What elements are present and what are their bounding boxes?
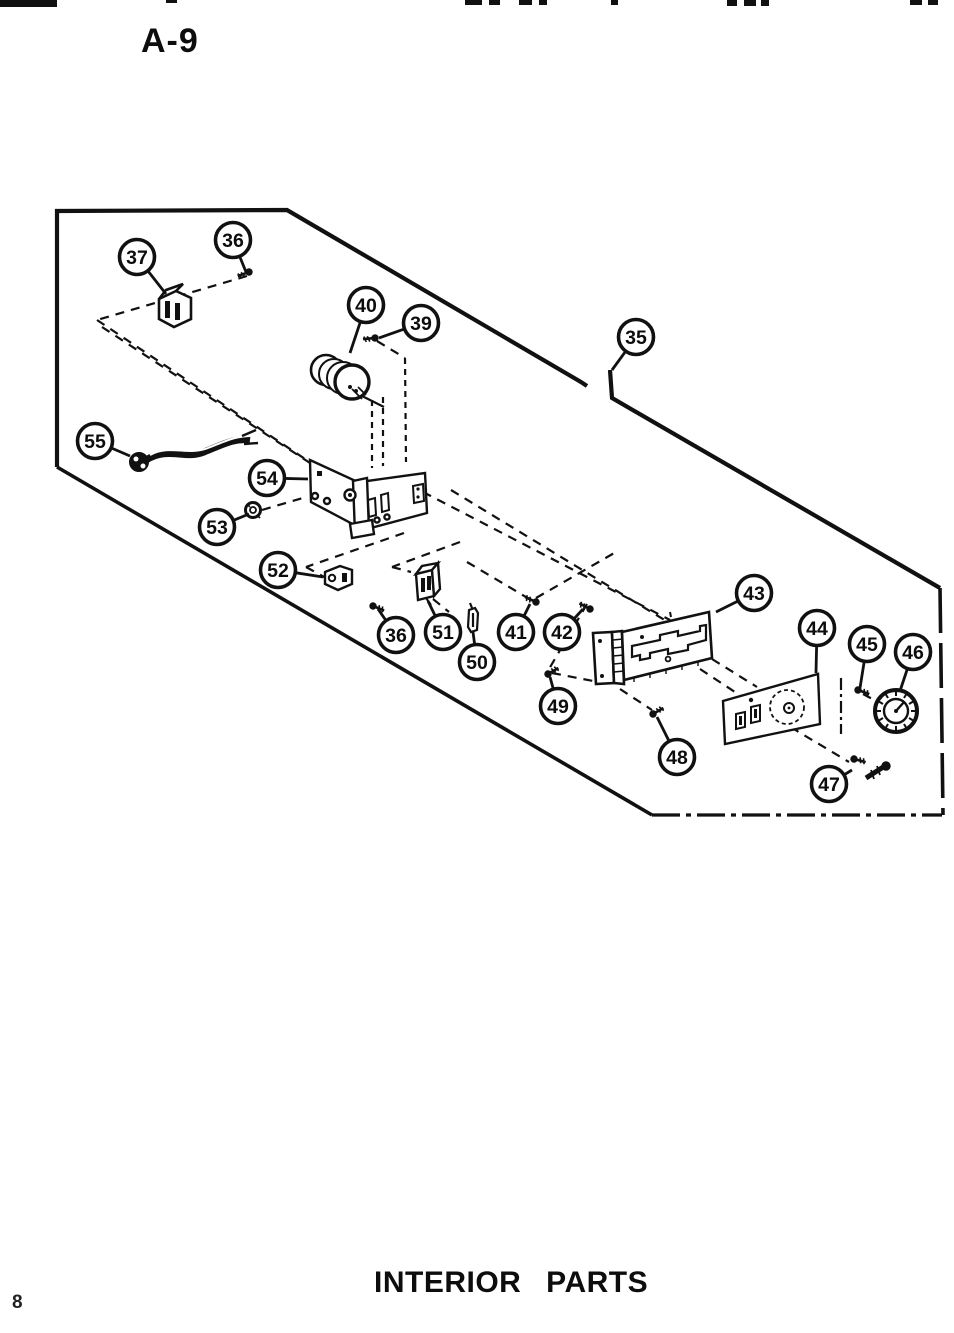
- svg-text:47: 47: [818, 774, 840, 796]
- svg-text:40: 40: [355, 295, 377, 317]
- part-37-switch: [157, 282, 193, 329]
- svg-text:44: 44: [806, 618, 828, 640]
- svg-text:50: 50: [466, 652, 488, 674]
- scan-artifacts: [0, 0, 938, 7]
- part-47-screw: [864, 761, 891, 781]
- part-51-switch: [413, 560, 442, 606]
- callout-44: 44: [797, 608, 837, 674]
- svg-text:51: 51: [432, 622, 454, 644]
- callout-layer: 37 36 40 39 35 55 54 53 52 36 51 50 41 42 43 44 45 46 49 48…: [75, 220, 933, 804]
- svg-text:36: 36: [222, 230, 244, 252]
- callout-46: 46: [893, 632, 933, 692]
- callout-54: 54: [247, 458, 309, 498]
- callout-49: 49: [538, 676, 578, 726]
- diagram-caption: INTERIOR PARTS: [374, 1266, 649, 1299]
- page-number: 8: [12, 1292, 23, 1313]
- callout-51: 51: [423, 600, 463, 652]
- svg-text:35: 35: [625, 327, 647, 349]
- part-43-control-panel: [591, 610, 714, 686]
- callout-52: 52: [258, 550, 324, 590]
- svg-text:48: 48: [666, 747, 688, 769]
- svg-text:52: 52: [267, 560, 289, 582]
- part-50-strip: [466, 602, 480, 634]
- svg-text:45: 45: [856, 634, 878, 656]
- part-53-grommet: [244, 501, 262, 519]
- svg-text:46: 46: [902, 642, 924, 664]
- part-55-wire-harness: [129, 428, 259, 472]
- svg-text:53: 53: [206, 517, 228, 539]
- part-54-bracket-panel: [308, 458, 429, 540]
- phantom-lines: [96, 274, 877, 763]
- callout-43: 43: [715, 573, 774, 614]
- screws: [235, 266, 891, 781]
- callout-37: 37: [117, 237, 168, 295]
- callout-55: 55: [75, 421, 131, 461]
- svg-text:39: 39: [410, 313, 432, 335]
- part-46-knob: [873, 688, 919, 734]
- callout-35: 35: [610, 317, 656, 371]
- callout-53: 53: [197, 507, 250, 547]
- svg-text:36: 36: [385, 625, 407, 647]
- callout-42: 42: [542, 608, 585, 652]
- svg-text:49: 49: [547, 696, 569, 718]
- callout-39: 39: [378, 303, 441, 343]
- page-title: A-9: [141, 22, 199, 60]
- part-52-switch: [323, 564, 354, 592]
- part-44-dial-panel: [721, 672, 822, 746]
- callout-40: 40: [346, 285, 386, 354]
- svg-text:43: 43: [743, 583, 765, 605]
- callout-36: 36: [213, 220, 253, 273]
- callout-41: 41: [496, 603, 536, 652]
- svg-text:37: 37: [126, 247, 148, 269]
- chassis-outline: [54, 207, 945, 817]
- callout-48: 48: [655, 716, 697, 777]
- callout-36: 36: [376, 608, 416, 655]
- callout-45: 45: [847, 624, 887, 689]
- callout-47: 47: [809, 764, 853, 804]
- part-40-motor: [309, 353, 385, 408]
- svg-text:54: 54: [256, 468, 278, 490]
- svg-text:55: 55: [84, 431, 106, 453]
- callout-50: 50: [457, 631, 497, 682]
- svg-text:41: 41: [505, 622, 527, 644]
- svg-text:42: 42: [551, 622, 573, 644]
